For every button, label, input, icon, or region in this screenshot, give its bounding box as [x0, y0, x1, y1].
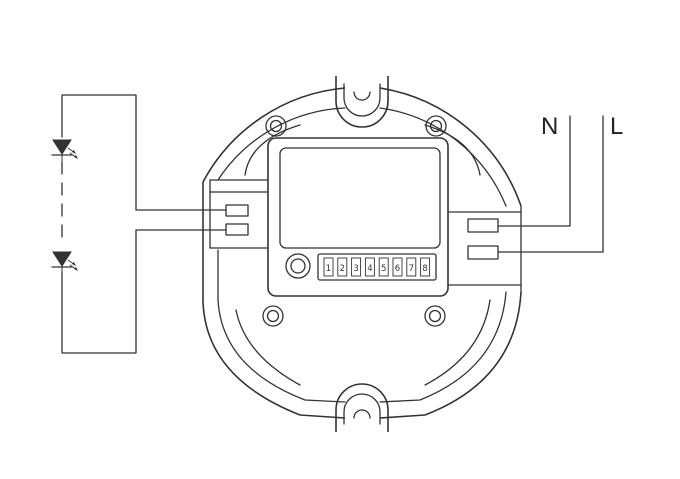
screw-hole-bottom-right [424, 305, 446, 327]
led-wire-top [61, 94, 137, 211]
dip-switch-label: 3 [353, 264, 358, 274]
input-terminal-neutral[interactable] [467, 218, 499, 233]
led-icon [51, 139, 78, 162]
housing-inner-ring [379, 291, 507, 403]
mounting-slot-top [335, 76, 389, 128]
dip-switch-label: 8 [422, 264, 427, 274]
dip-switch-label: 6 [395, 264, 400, 274]
live-label: L [610, 113, 623, 140]
housing-inner-ring [217, 249, 346, 403]
output-terminal-negative[interactable] [225, 223, 249, 236]
screw-hole-bottom-left [262, 305, 284, 327]
adjust-knob[interactable] [285, 253, 311, 279]
dip-switch-position[interactable] [378, 257, 389, 277]
input-terminal-block [447, 205, 522, 293]
screw-hole-top-right [425, 115, 447, 137]
dip-switch-label: 1 [326, 264, 331, 274]
led-icon [51, 251, 78, 272]
housing-rim-top-left [202, 87, 346, 183]
input-terminal-live[interactable] [467, 245, 499, 260]
neutral-wire [497, 115, 571, 227]
control-module [267, 137, 449, 297]
dip-switch-label: 5 [381, 264, 386, 274]
output-terminal-block [209, 179, 269, 249]
led-string [51, 94, 227, 354]
dip-switch-label: 2 [340, 264, 345, 274]
housing-rib [424, 124, 481, 176]
dip-switch-position[interactable] [392, 257, 403, 277]
output-terminal-positive[interactable] [225, 204, 249, 217]
led-wire-bottom [61, 229, 137, 354]
dip-switch-position[interactable] [323, 257, 334, 277]
dip-switch-housing [317, 253, 437, 281]
label-panel [279, 147, 441, 249]
housing-rib [424, 299, 491, 386]
dip-switch-position[interactable] [351, 257, 362, 277]
dip-switch-position[interactable] [364, 257, 375, 277]
dip-switch-position[interactable] [406, 257, 417, 277]
dip-switch-position[interactable] [337, 257, 348, 277]
housing-rim-top-right [379, 87, 522, 207]
mounting-slot-bottom [335, 383, 389, 432]
housing-rim-bottom-right [379, 291, 522, 419]
housing-inner-ring [217, 107, 346, 181]
dip-switch-label: 7 [409, 264, 414, 274]
housing-inner-ring [379, 107, 507, 207]
dip-switch-position[interactable] [420, 257, 431, 277]
screw-hole-top-left [265, 115, 287, 137]
driver-housing [202, 76, 522, 432]
housing-rib [235, 309, 301, 386]
neutral-label: N [541, 113, 558, 140]
live-wire [497, 115, 604, 253]
housing-rim-bottom-left [202, 182, 346, 419]
housing-rib [244, 124, 301, 176]
dip-switch-label: 4 [367, 264, 372, 274]
